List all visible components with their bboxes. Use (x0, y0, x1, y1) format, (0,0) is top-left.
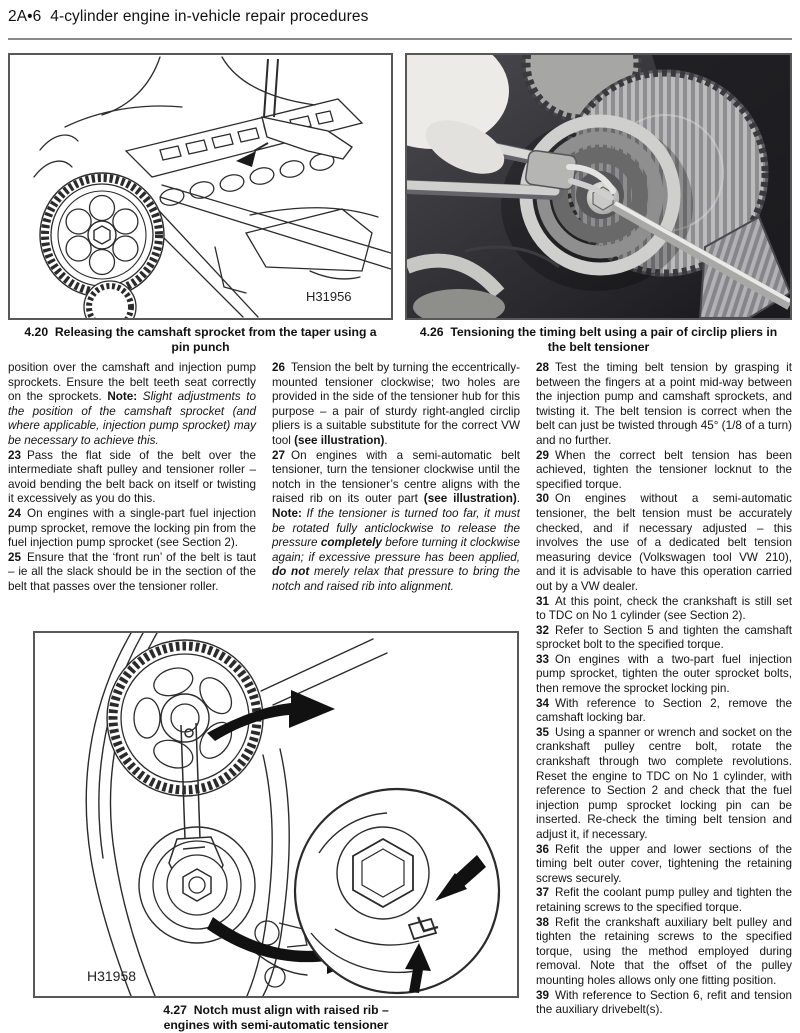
figure-420-caption: 4.20 Releasing the camshaft sprocket fro… (24, 325, 377, 354)
camshaft-sprocket-drawing (39, 172, 165, 318)
top-figure-row: H31956 4.20 Releasing the camshaft sproc… (8, 53, 792, 355)
figure-427-frame: H31958 (33, 631, 519, 998)
text-column-1: position over the camshaft and injection… (8, 361, 256, 625)
figure-420: H31956 4.20 Releasing the camshaft sproc… (8, 53, 393, 355)
pin-punch-drawing (236, 58, 354, 167)
camshaft-sprocket-427 (106, 639, 264, 797)
hand-photo (407, 55, 509, 174)
rotate-clockwise-arrow (207, 690, 335, 741)
figure-427-caption: 4.27 Notch must align with raised rib – … (163, 1003, 389, 1032)
figure-426-caption: 4.26 Tensioning the timing belt using a … (419, 325, 778, 354)
arrow-icon (236, 151, 256, 167)
tensioner-427 (138, 826, 308, 988)
figure-420-frame: H31956 (8, 53, 393, 320)
hoses-photo (407, 245, 560, 318)
left-two-thirds: position over the camshaft and injection… (8, 361, 520, 1033)
figure-427-ref-label: H31958 (87, 968, 136, 984)
header-rule (8, 38, 792, 40)
notch-arrow-icon (405, 943, 431, 971)
magnified-inset-427 (293, 787, 501, 995)
page-header: 2A•6 4-cylinder engine in-vehicle repair… (8, 8, 369, 25)
procedure-paragraph: position over the camshaft and injection… (8, 361, 256, 447)
text-content: position over the camshaft and injection… (8, 361, 792, 1033)
tool-handle-photo (610, 200, 790, 310)
engine-line-drawing: H31956 (33, 56, 391, 318)
figure-427: H31958 4.27 Notch must align with raised… (32, 631, 520, 1033)
tensioner-line-drawing: H31958 (85, 633, 501, 996)
figure-420-ref-label: H31956 (306, 289, 352, 304)
engine-outline (33, 56, 391, 318)
columns-1-2: position over the camshaft and injection… (8, 361, 520, 625)
timing-belt-photo (407, 55, 790, 318)
figure-426: 4.26 Tensioning the timing belt using a … (405, 53, 792, 355)
figure-426-frame (405, 53, 792, 320)
